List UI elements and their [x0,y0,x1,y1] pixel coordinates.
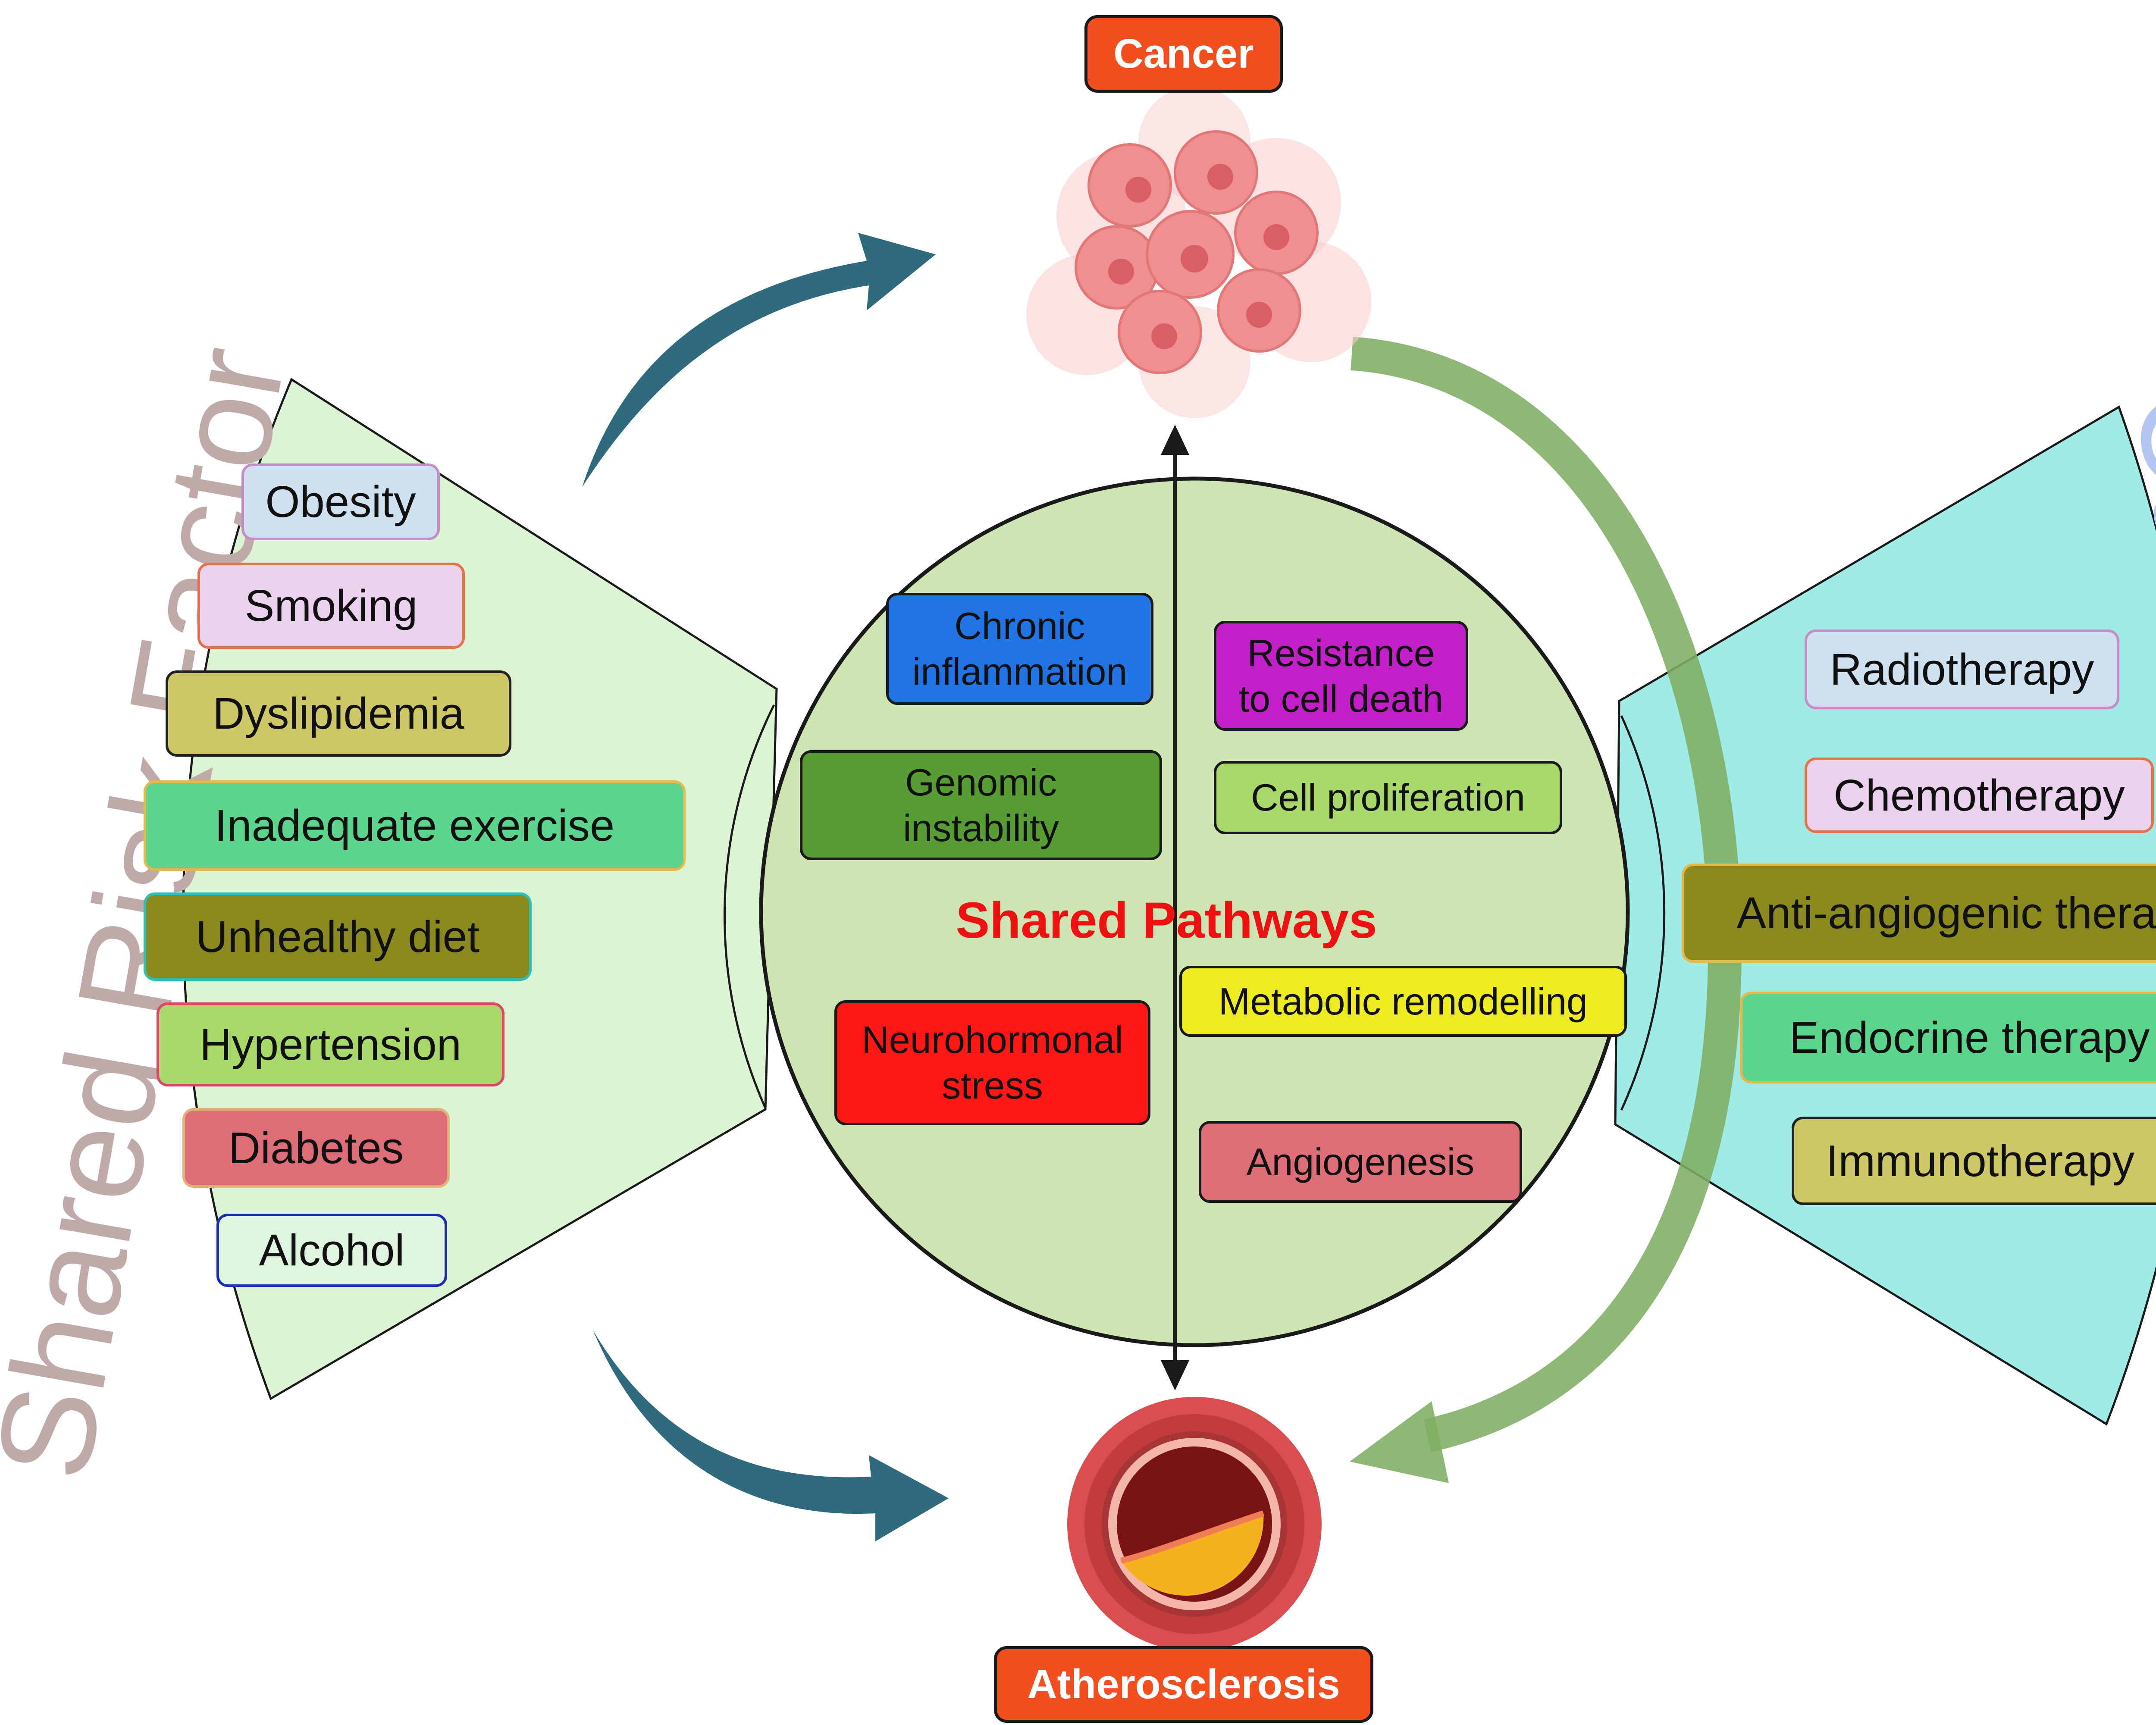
pathway-neurohormonal-stress: Neurohormonal stress [834,1000,1150,1125]
treatment-anti-angiogenic-therapy: Anti-angiogenic therapy [1682,864,2156,963]
treatment-immunotherapy: Immunotherapy [1792,1117,2156,1205]
green-arrow-head-icon [1350,1401,1449,1483]
pathway-chronic-inflammation: Chronic inflammation [886,593,1153,705]
risk-factor-obesity: Obesity [241,463,440,540]
shared-pathways-title: Shared Pathways [956,892,1377,949]
treatment-endocrine-therapy: Endocrine therapy [1740,992,2156,1083]
risk-to-atherosclerosis-arrow [593,1330,949,1541]
arrow-down-head-icon [1161,1360,1189,1390]
pathway-metabolic-remodelling: Metabolic remodelling [1179,966,1627,1037]
pathway-genomic-instability: Genomic instability [800,750,1162,860]
arrow-up-head-icon [1161,425,1189,455]
risk-factor-smoking: Smoking [197,563,465,649]
right-bracket-arc [1620,715,1666,1111]
risk-factor-inadequate-exercise: Inadequate exercise [144,780,686,871]
risk-to-cancer-arrow [582,233,936,487]
pathway-cell-proliferation: Cell proliferation [1214,761,1562,834]
pathway-resistance-to-cell-death: Resistance to cell death [1214,621,1468,731]
treatment-radiotherapy: Radiotherapy [1805,629,2119,709]
risk-factor-unhealthy-diet: Unhealthy diet [144,892,532,981]
left-bracket-arc [723,704,775,1109]
tumor-cell-cluster-icon [1026,86,1371,418]
treatment-chemotherapy: Chemotherapy [1805,758,2154,833]
risk-factor-alcohol: Alcohol [216,1214,447,1287]
artery-plaque-cross-section-icon [1067,1397,1322,1651]
risk-factor-dyslipidemia: Dyslipidemia [166,670,511,757]
pathway-angiogenesis: Angiogenesis [1199,1121,1522,1203]
risk-factor-diabetes: Diabetes [182,1108,450,1188]
risk-factor-hypertension: Hypertension [157,1002,505,1086]
atherosclerosis-label: Atherosclerosis [994,1646,1373,1723]
cancer-label: Cancer [1084,15,1283,93]
